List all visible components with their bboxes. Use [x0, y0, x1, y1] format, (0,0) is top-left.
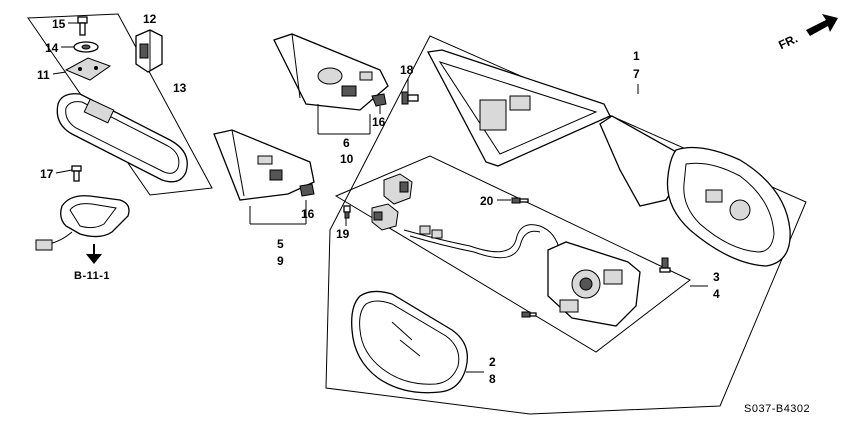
callout-18: 18 — [400, 63, 414, 77]
connector-top — [383, 173, 413, 205]
wire-harness — [403, 224, 561, 259]
mirror-glass: 2 8 — [351, 290, 496, 394]
callout-8: 8 — [489, 372, 496, 386]
mount-base-11 — [64, 57, 112, 81]
assembly-frame — [325, 35, 807, 415]
screw-17 — [71, 165, 82, 182]
callout-12: 12 — [143, 12, 157, 26]
callout-17: 17 — [40, 167, 54, 181]
callout-1: 1 — [633, 49, 640, 63]
callout-6: 6 — [343, 136, 350, 150]
diagram-code: S037-B4302 — [744, 403, 810, 415]
screw-18: 18 — [400, 63, 419, 105]
inner-mirror-assembly: B-11-1 15 14 11 12 13 17 — [27, 12, 213, 282]
callout-3: 3 — [713, 270, 720, 284]
actuator-motor — [547, 241, 641, 327]
mount-bracket-5-9: 5 9 16 — [213, 129, 315, 268]
actuator-assembly: 19 20 3 — [334, 155, 720, 353]
callout-11: 11 — [37, 68, 50, 82]
door-mirror-assembly: 1 7 — [325, 35, 807, 415]
callout-2: 2 — [489, 355, 496, 369]
screw-19 — [343, 205, 351, 219]
callout-15: 15 — [52, 17, 66, 31]
actuator-screw-right — [659, 257, 671, 273]
rear-view-mirror-13 — [56, 93, 188, 183]
screw-15 — [77, 16, 88, 36]
callout-16-upper: 16 — [372, 115, 386, 129]
cover-12 — [135, 29, 163, 73]
reference-arrow — [86, 244, 102, 264]
front-direction-indicator: FR. — [776, 14, 838, 52]
callout-4: 4 — [713, 287, 720, 301]
callout-16-lower: 16 — [301, 207, 315, 221]
reference-label: B-11-1 — [74, 270, 110, 282]
callout-9: 9 — [277, 254, 284, 268]
callout-20: 20 — [480, 194, 494, 208]
callout-10: 10 — [340, 152, 354, 166]
clip-16a — [371, 93, 387, 107]
callout-19: 19 — [336, 227, 350, 241]
mount-bracket-6-10: 6 10 16 — [273, 33, 389, 166]
mirror-housing — [599, 115, 791, 267]
harness-cover — [35, 195, 130, 251]
front-arrow-icon — [806, 14, 838, 36]
callout-5: 5 — [277, 237, 284, 251]
screw-20 — [511, 197, 529, 204]
clip-16b — [299, 183, 315, 197]
actuator-screw-bottom — [521, 311, 537, 318]
direction-label: FR. — [776, 31, 799, 52]
callout-7: 7 — [633, 67, 640, 81]
mirror-base-gasket — [426, 49, 611, 167]
actuator-frame — [334, 155, 691, 353]
callout-14: 14 — [45, 41, 59, 55]
callout-13: 13 — [173, 81, 187, 95]
connector-lower — [371, 203, 399, 231]
